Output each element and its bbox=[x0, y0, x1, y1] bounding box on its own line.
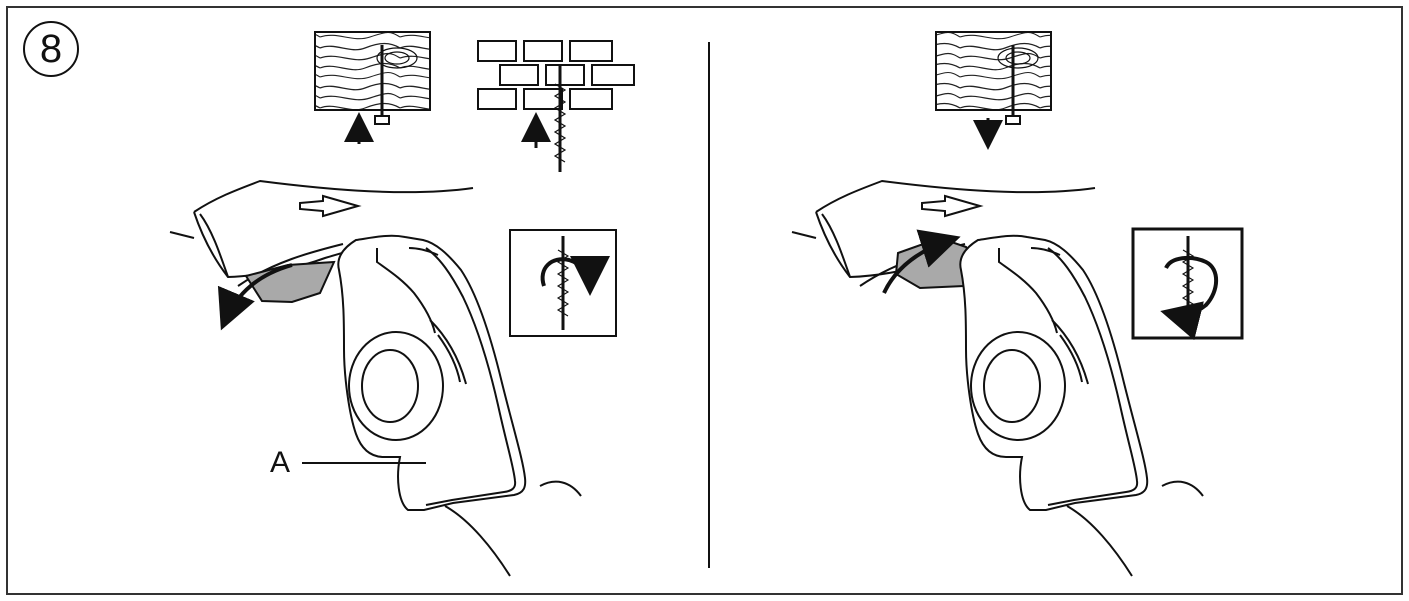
left-lever-arrow bbox=[217, 263, 293, 331]
right-lever-arrow bbox=[882, 229, 961, 294]
right-panel bbox=[791, 31, 1244, 577]
counterclockwise-rotation-icon bbox=[1131, 227, 1244, 341]
left-drill bbox=[169, 179, 582, 577]
wood-screw-icon bbox=[935, 31, 1052, 150]
left-panel bbox=[169, 31, 635, 577]
wood-screw-icon bbox=[314, 31, 431, 144]
clockwise-rotation-icon bbox=[509, 229, 617, 337]
outer-frame bbox=[6, 6, 1403, 595]
brick-wall-drill-icon bbox=[477, 40, 635, 172]
step-number-circle bbox=[23, 21, 79, 77]
right-drill bbox=[791, 179, 1204, 577]
